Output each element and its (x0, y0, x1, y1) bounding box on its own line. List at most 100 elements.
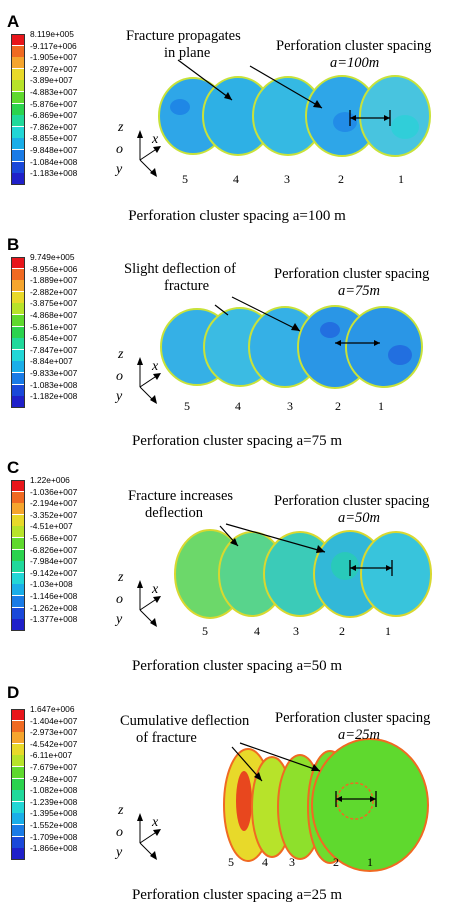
panel-label: D (7, 683, 20, 702)
fracture-disc-1 (311, 738, 429, 872)
axis-y-label: y (116, 845, 123, 860)
legend-swatch (11, 173, 25, 185)
legend-value: -1.239e+008 (30, 796, 78, 807)
legend-swatch (11, 80, 25, 92)
legend-value: -6.826e+007 (30, 544, 78, 555)
legend-value: 1.647e+006 (30, 704, 75, 714)
legend-swatch (11, 836, 25, 848)
annotation-left-2: deflection (145, 505, 203, 521)
legend-swatch (11, 767, 25, 778)
legend-value: -9.142e+007 (30, 567, 78, 578)
stress-patch (236, 771, 252, 831)
legend-value: -8.956e+006 (30, 263, 78, 274)
legend-swatch (11, 338, 25, 350)
annotation-left-1: Slight deflection of (124, 261, 236, 277)
legend-swatch (11, 303, 25, 315)
legend-value: -1.866e+008 (30, 843, 78, 854)
axis-y-label: y (116, 162, 123, 177)
legend-value: -4.868e+007 (30, 310, 78, 320)
fracture-disc-1 (359, 75, 431, 157)
legend-border (11, 257, 25, 408)
cluster-number: 5 (182, 172, 188, 186)
legend-value: -6.11e+007 (30, 750, 72, 761)
cluster-number: 1 (378, 399, 384, 413)
legend-value: -1.146e+008 (30, 591, 78, 601)
cluster-number: 1 (367, 855, 373, 869)
legend-value: 1.22e+006 (30, 475, 70, 485)
legend-value: -1.552e+008 (30, 820, 78, 830)
cluster-number: 2 (339, 624, 345, 638)
cluster-number: 4 (233, 172, 239, 186)
cluster-number: 2 (333, 855, 339, 869)
annotation-right-2: a=100m (330, 55, 380, 71)
legend-value: 8.119e+005 (30, 29, 74, 39)
legend-value: -3.352e+007 (30, 509, 78, 520)
legend-swatch (11, 349, 25, 361)
legend-value: -1.905e+007 (30, 52, 78, 63)
cluster-number: 5 (184, 399, 190, 413)
legend-value: -7.847e+007 (30, 344, 78, 355)
legend-value: -6.869e+007 (30, 110, 78, 121)
annotation-right-2: a=25m (338, 727, 381, 743)
legend-value: -2.194e+007 (30, 498, 78, 509)
legend-value: -8.855e+007 (30, 133, 78, 144)
axis-z-label: z (118, 570, 124, 585)
cluster-number: 3 (293, 624, 299, 638)
axis-o-label: o (116, 592, 123, 607)
stress-patch (333, 112, 357, 132)
arrow-head (384, 115, 390, 121)
legend-swatch (11, 596, 25, 607)
axis-y-label: y (116, 389, 123, 404)
arrow-head (224, 92, 232, 100)
legend-swatch (11, 514, 25, 526)
panel-caption: Perforation cluster spacing a=100 m (128, 208, 346, 224)
panel-caption: Perforation cluster spacing a=50 m (131, 658, 343, 674)
legend-swatch (11, 526, 25, 538)
legend-swatch (11, 92, 25, 103)
cluster-number: 4 (235, 399, 241, 413)
fracture-figure (137, 523, 432, 627)
legend-value: -1.709e+008 (30, 831, 78, 842)
legend-value: -4.51e+007 (30, 521, 73, 532)
stress-patch (320, 322, 340, 338)
legend-value: -1.404e+007 (30, 715, 78, 726)
legend-value: -5.668e+007 (30, 533, 78, 543)
legend-swatch (11, 126, 25, 138)
legend-swatch (11, 361, 25, 373)
axis-x-label: x (152, 359, 159, 374)
legend-swatch (11, 790, 25, 802)
legend-value: -4.883e+007 (30, 87, 78, 97)
panel-label: B (7, 235, 20, 254)
legend-value: -1.083e+008 (30, 379, 78, 390)
legend-swatch (11, 396, 25, 408)
legend-value: -8.84e+007 (30, 356, 73, 367)
panel-label: C (7, 458, 20, 477)
legend-value: -1.036e+007 (30, 486, 78, 497)
legend-swatch (11, 373, 25, 384)
axis-z-label: z (118, 803, 124, 818)
cluster-number: 1 (385, 624, 391, 638)
annotation-right-1: Perforation cluster spacing (274, 493, 430, 509)
panel-label: A (7, 12, 20, 31)
legend-value: -9.833e+007 (30, 368, 78, 378)
cluster-number: 2 (338, 172, 344, 186)
cluster-number: 5 (228, 855, 234, 869)
legend-value: -9.848e+007 (30, 145, 78, 155)
cluster-number: 2 (335, 399, 341, 413)
legend-swatch (11, 268, 25, 280)
annotation-right-1: Perforation cluster spacing (274, 266, 430, 282)
legend-swatch (11, 315, 25, 326)
panel-b: B 9.749e+005-8.956e+006-1.889e+007-2.882… (0, 235, 474, 463)
legend-swatch (11, 720, 25, 732)
legend-swatch (11, 150, 25, 161)
legend-border (11, 709, 25, 860)
legend-swatch (11, 115, 25, 127)
legend-swatch (11, 34, 25, 45)
legend-swatch (11, 561, 25, 573)
legend-value: -1.084e+008 (30, 156, 78, 167)
legend-swatch (11, 732, 25, 744)
legend-value: -5.861e+007 (30, 321, 78, 332)
legend-value: -9.117e+006 (30, 40, 77, 51)
legend-value: -1.183e+008 (30, 168, 78, 179)
axis-y-label: y (116, 612, 123, 627)
